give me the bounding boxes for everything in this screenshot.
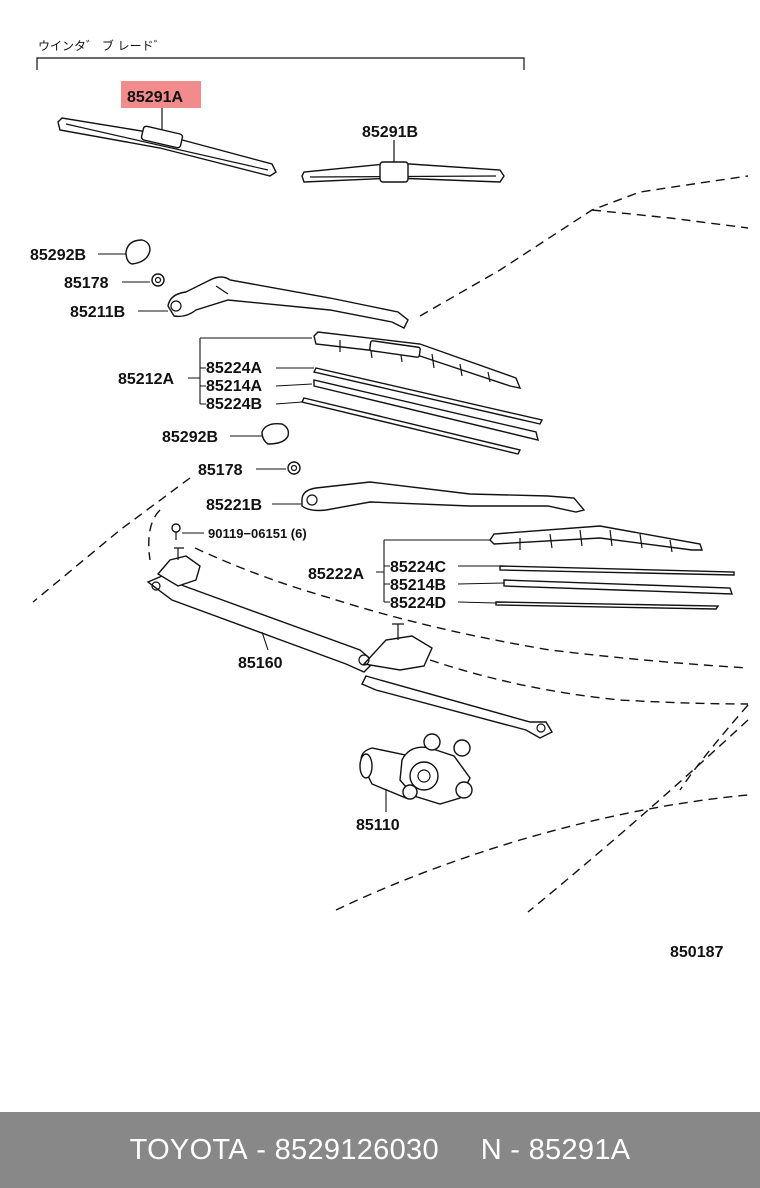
rubber-85224A[interactable] bbox=[312, 367, 544, 425]
wiper-arm-85221B[interactable] bbox=[301, 481, 586, 513]
bolt-90119-06151[interactable] bbox=[171, 523, 181, 540]
label-85291B[interactable]: 85291B bbox=[362, 124, 418, 141]
rubber-85224D[interactable] bbox=[495, 601, 720, 610]
header-title: ウインタ゛ ブ レード゛ bbox=[38, 38, 166, 53]
label-85222A[interactable]: 85222A bbox=[308, 566, 364, 583]
footer-ref: 85291A bbox=[528, 1133, 631, 1166]
cap-85292B-upper[interactable] bbox=[125, 239, 151, 265]
label-85178-lower[interactable]: 85178 bbox=[198, 462, 243, 479]
wiper-linkage-85160[interactable] bbox=[146, 547, 553, 739]
rubber-85224C[interactable] bbox=[499, 565, 735, 576]
footer-n-prefix: N bbox=[480, 1133, 502, 1166]
label-85224D[interactable]: 85224D bbox=[390, 595, 446, 612]
blade-assembly-85212A[interactable] bbox=[313, 331, 522, 389]
nut-85178-lower[interactable] bbox=[287, 461, 301, 475]
header-bracket bbox=[36, 57, 525, 70]
label-85178-upper[interactable]: 85178 bbox=[64, 275, 109, 292]
footer-gap bbox=[439, 1134, 481, 1167]
label-85292B-lower[interactable]: 85292B bbox=[162, 429, 218, 446]
parts-diagram: ウインタ゛ ブ レード゛ 85291A 85291B 85292B 8517 bbox=[30, 38, 749, 961]
footer-brand: TOYOTA bbox=[129, 1133, 248, 1166]
label-85292B-upper[interactable]: 85292B bbox=[30, 247, 86, 264]
highlight-box bbox=[121, 81, 201, 108]
label-85224A[interactable]: 85224A bbox=[206, 360, 262, 377]
wiper-blade-85291B[interactable] bbox=[301, 140, 505, 183]
rubber-85214A[interactable] bbox=[313, 379, 539, 441]
footer-bar: TOYOTA - 8529126030 N - 85291A bbox=[0, 1112, 760, 1188]
nut-85178-upper[interactable] bbox=[151, 273, 165, 287]
figure-number: 850187 bbox=[670, 944, 723, 961]
wiper-arm-85211B[interactable] bbox=[167, 276, 409, 329]
footer-separator: - bbox=[247, 1133, 275, 1166]
footer-separator-2: - bbox=[501, 1133, 529, 1166]
blade-assembly-85222A[interactable] bbox=[489, 525, 703, 553]
label-85224B[interactable]: 85224B bbox=[206, 396, 262, 413]
rubber-85224B[interactable] bbox=[300, 397, 522, 455]
label-85160[interactable]: 85160 bbox=[238, 655, 283, 672]
wiper-blade-85291A[interactable] bbox=[57, 108, 277, 177]
label-85221B[interactable]: 85221B bbox=[206, 497, 262, 514]
label-85211B[interactable]: 85211B bbox=[70, 304, 125, 321]
label-85224C[interactable]: 85224C bbox=[390, 559, 446, 576]
footer-part-number: 8529126030 bbox=[274, 1133, 439, 1166]
cap-85292B-lower[interactable] bbox=[261, 422, 290, 445]
label-85214B[interactable]: 85214B bbox=[390, 577, 446, 594]
label-85212A[interactable]: 85212A bbox=[118, 371, 174, 388]
label-85291A[interactable]: 85291A bbox=[127, 89, 183, 106]
label-85110[interactable]: 85110 bbox=[356, 817, 400, 834]
vehicle-outline bbox=[32, 175, 749, 913]
rubber-85214B[interactable] bbox=[503, 579, 733, 595]
label-90119-06151[interactable]: 90119−06151 (6) bbox=[208, 526, 307, 541]
wiper-motor-85110[interactable] bbox=[359, 733, 473, 805]
label-85214A[interactable]: 85214A bbox=[206, 378, 262, 395]
